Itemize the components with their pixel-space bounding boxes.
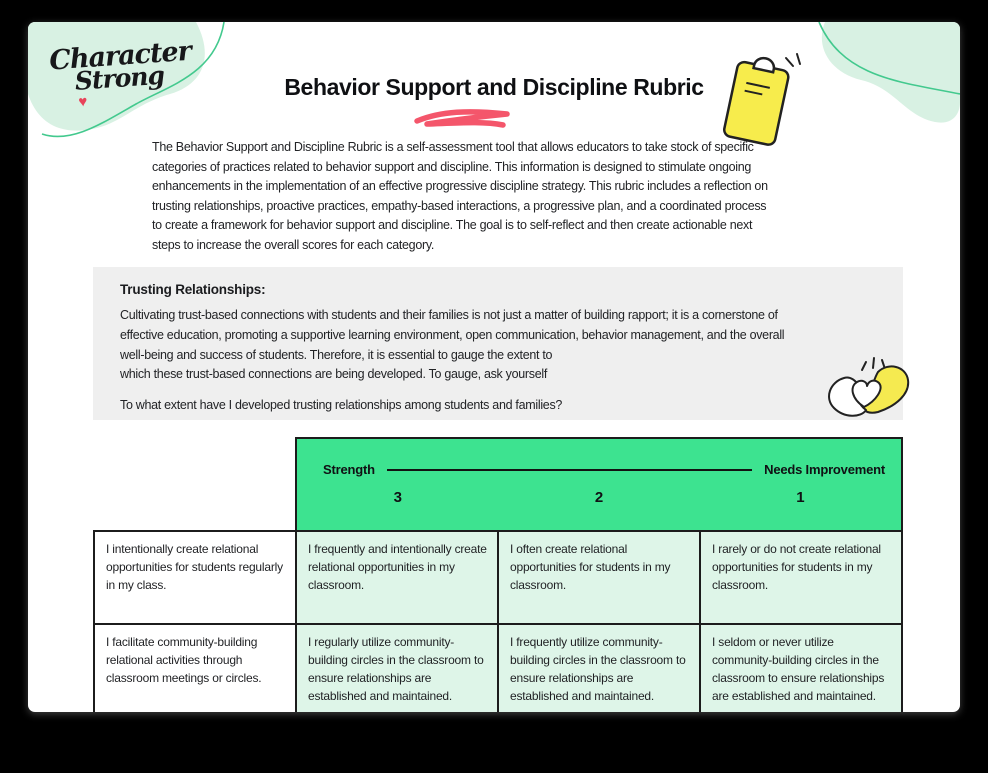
level-2-cell: I often create relational opportunities … bbox=[497, 530, 701, 625]
clipboard-icon bbox=[722, 53, 801, 146]
level-2-cell: I frequently utilize community-building … bbox=[497, 623, 701, 712]
corner-blob-top-left bbox=[28, 22, 225, 138]
table-row: I facilitate community-building relation… bbox=[93, 623, 903, 712]
section-heading: Trusting Relationships: bbox=[120, 282, 266, 297]
rubric-header-empty-cell bbox=[94, 438, 296, 531]
section-question: To what extent have I developed trusting… bbox=[120, 398, 563, 412]
rubric-scale-header: Strength Needs Improvement 3 2 1 bbox=[295, 437, 903, 532]
level-1-cell: I seldom or never utilize community-buil… bbox=[699, 623, 903, 712]
level-number-3: 3 bbox=[393, 488, 402, 506]
rubric-header-row: Strength Needs Improvement 3 2 1 bbox=[94, 437, 903, 532]
red-scribble-underline bbox=[414, 109, 510, 128]
statement-cell: I facilitate community-building relation… bbox=[93, 623, 297, 712]
corner-blob-top-right bbox=[818, 22, 960, 123]
level-3-cell: I regularly utilize community-building c… bbox=[295, 623, 499, 712]
document-page: Character Strong ♥ Behavior Support and … bbox=[28, 22, 960, 712]
level-3-cell: I frequently and intentionally create re… bbox=[295, 530, 499, 625]
page-title: Behavior Support and Discipline Rubric bbox=[284, 74, 704, 100]
scale-label-strength: Strength bbox=[323, 462, 375, 477]
level-1-cell: I rarely or do not create relational opp… bbox=[699, 530, 903, 625]
scale-label-needs-improvement: Needs Improvement bbox=[764, 462, 885, 477]
statement-cell: I intentionally create relational opport… bbox=[93, 530, 297, 625]
trusting-relationships-section: Trusting Relationships: Cultivating trus… bbox=[93, 267, 910, 420]
table-row: I intentionally create relational opport… bbox=[93, 530, 903, 625]
intro-paragraph: The Behavior Support and Discipline Rubr… bbox=[152, 140, 768, 252]
rubric-table: Strength Needs Improvement 3 2 1 I inten… bbox=[93, 437, 903, 712]
section-body: Cultivating trust-based connections with… bbox=[120, 308, 785, 382]
heart-hands-icon bbox=[828, 357, 910, 417]
scale-line bbox=[386, 468, 753, 471]
level-number-2: 2 bbox=[594, 488, 604, 506]
level-number-1: 1 bbox=[796, 488, 805, 506]
